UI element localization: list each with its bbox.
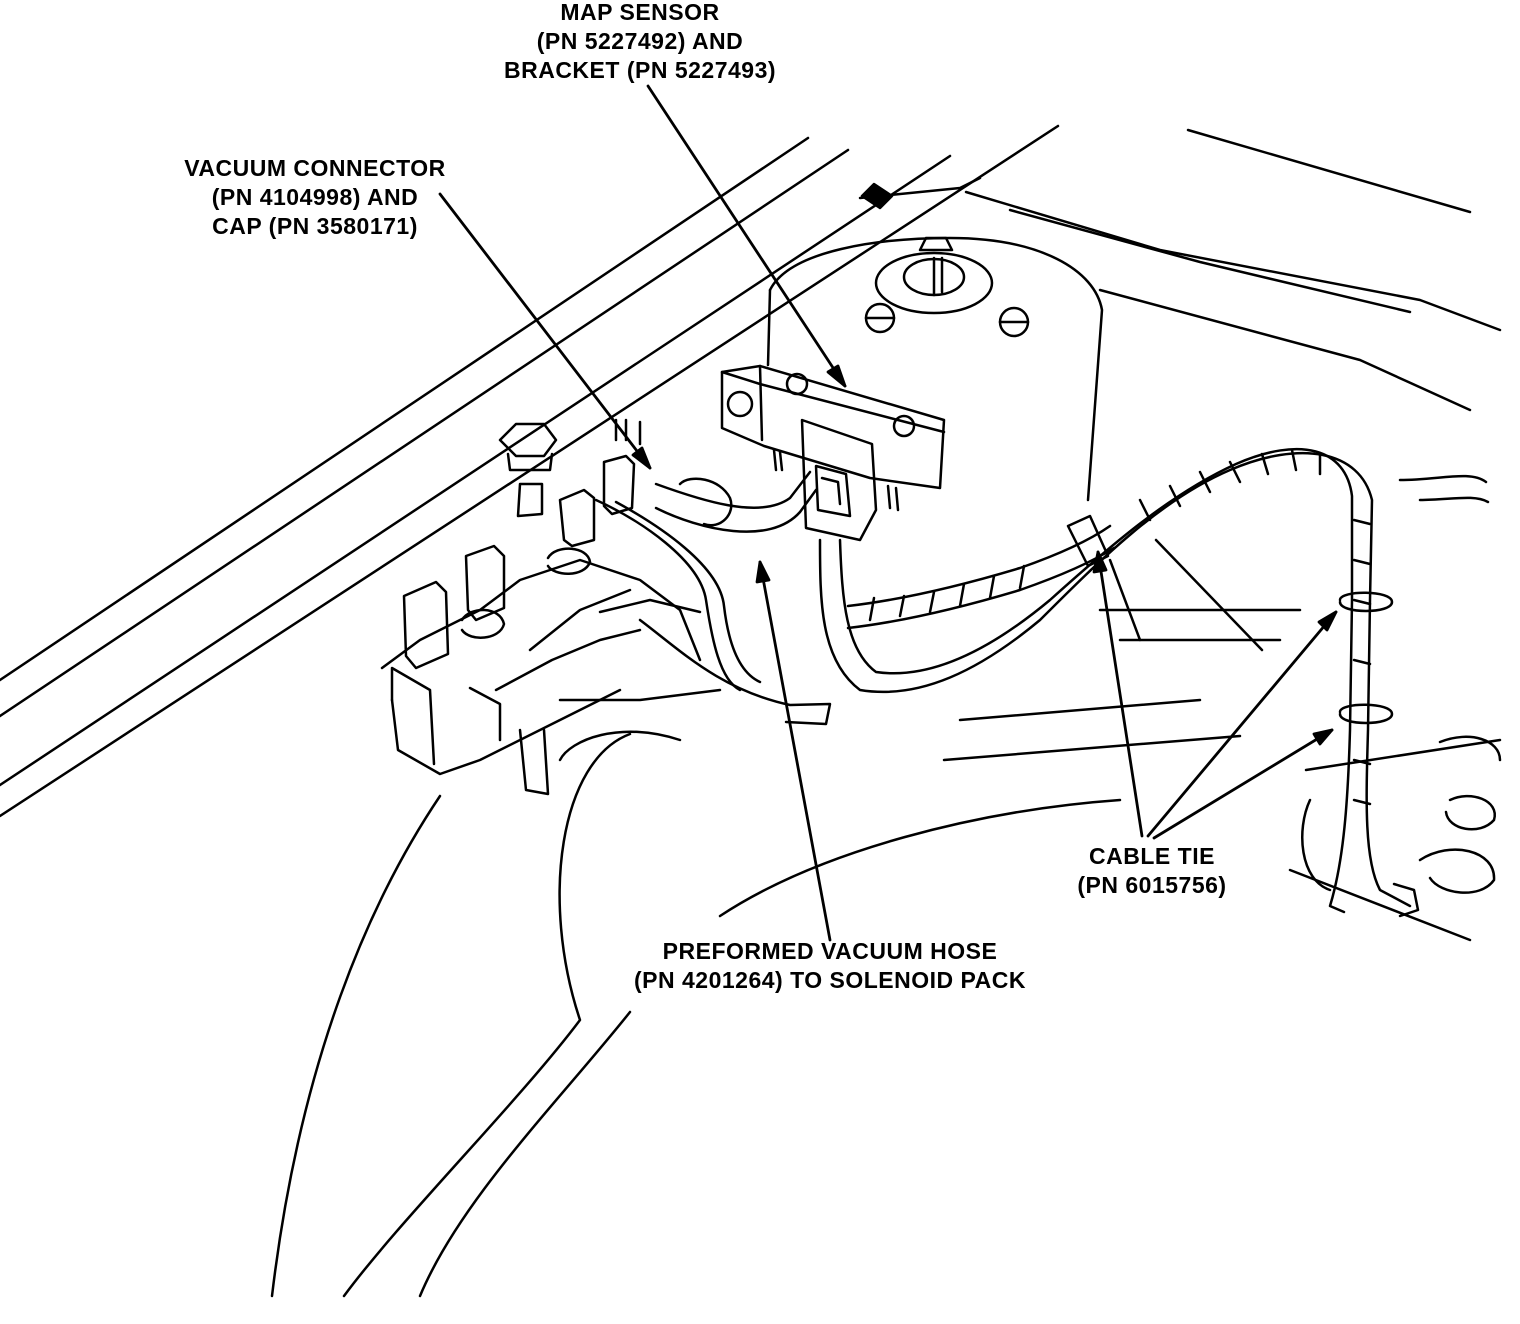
map-sensor-bracket (720, 364, 946, 542)
cable-tie-leader-2 (1146, 610, 1338, 838)
wire-harness (818, 447, 1490, 918)
strut-tower (766, 236, 1104, 502)
solenoid-pack (380, 454, 722, 796)
map-sensor-leader (646, 84, 847, 388)
map-sensor-label-line2: (PN 5227492) AND (536, 28, 744, 54)
cable-tie-leader-1 (1096, 550, 1144, 838)
vacuum-connector-label: VACUUM CONNECTOR (PN 4104998) AND CAP (P… (140, 154, 490, 241)
vacuum-connector-leader (438, 192, 652, 470)
vacuum-hose-label-line2: (PN 4201264) TO SOLENOID PACK (634, 967, 1026, 993)
cable-tie-label: CABLE TIE (PN 6015756) (1042, 842, 1262, 900)
vacuum-connector-label-line3: CAP (PN 3580171) (212, 213, 418, 239)
engine-block (942, 538, 1502, 942)
vacuum-hose-label: PREFORMED VACUUM HOSE (PN 4201264) TO SO… (580, 937, 1080, 995)
cable-tie-leader-3 (1152, 728, 1334, 840)
leader-lines (438, 84, 1338, 942)
map-sensor-label-line1: MAP SENSOR (560, 0, 720, 25)
cable-tie-label-line1: CABLE TIE (1089, 843, 1215, 869)
map-sensor-label: MAP SENSOR (PN 5227492) AND BRACKET (PN … (460, 0, 820, 85)
vacuum-connector-label-line2: (PN 4104998) AND (211, 184, 419, 210)
vacuum-connector-label-line1: VACUUM CONNECTOR (184, 155, 446, 181)
vacuum-hose-label-line1: PREFORMED VACUUM HOSE (662, 938, 998, 964)
vacuum-hose-leader (758, 560, 832, 942)
cable-tie-label-line2: (PN 6015756) (1077, 872, 1227, 898)
cowl-bolts (498, 418, 642, 518)
preformed-vacuum-hose (594, 470, 832, 726)
wheel-well-arcs (270, 730, 1122, 1298)
map-sensor-label-line3: BRACKET (PN 5227493) (503, 57, 777, 83)
